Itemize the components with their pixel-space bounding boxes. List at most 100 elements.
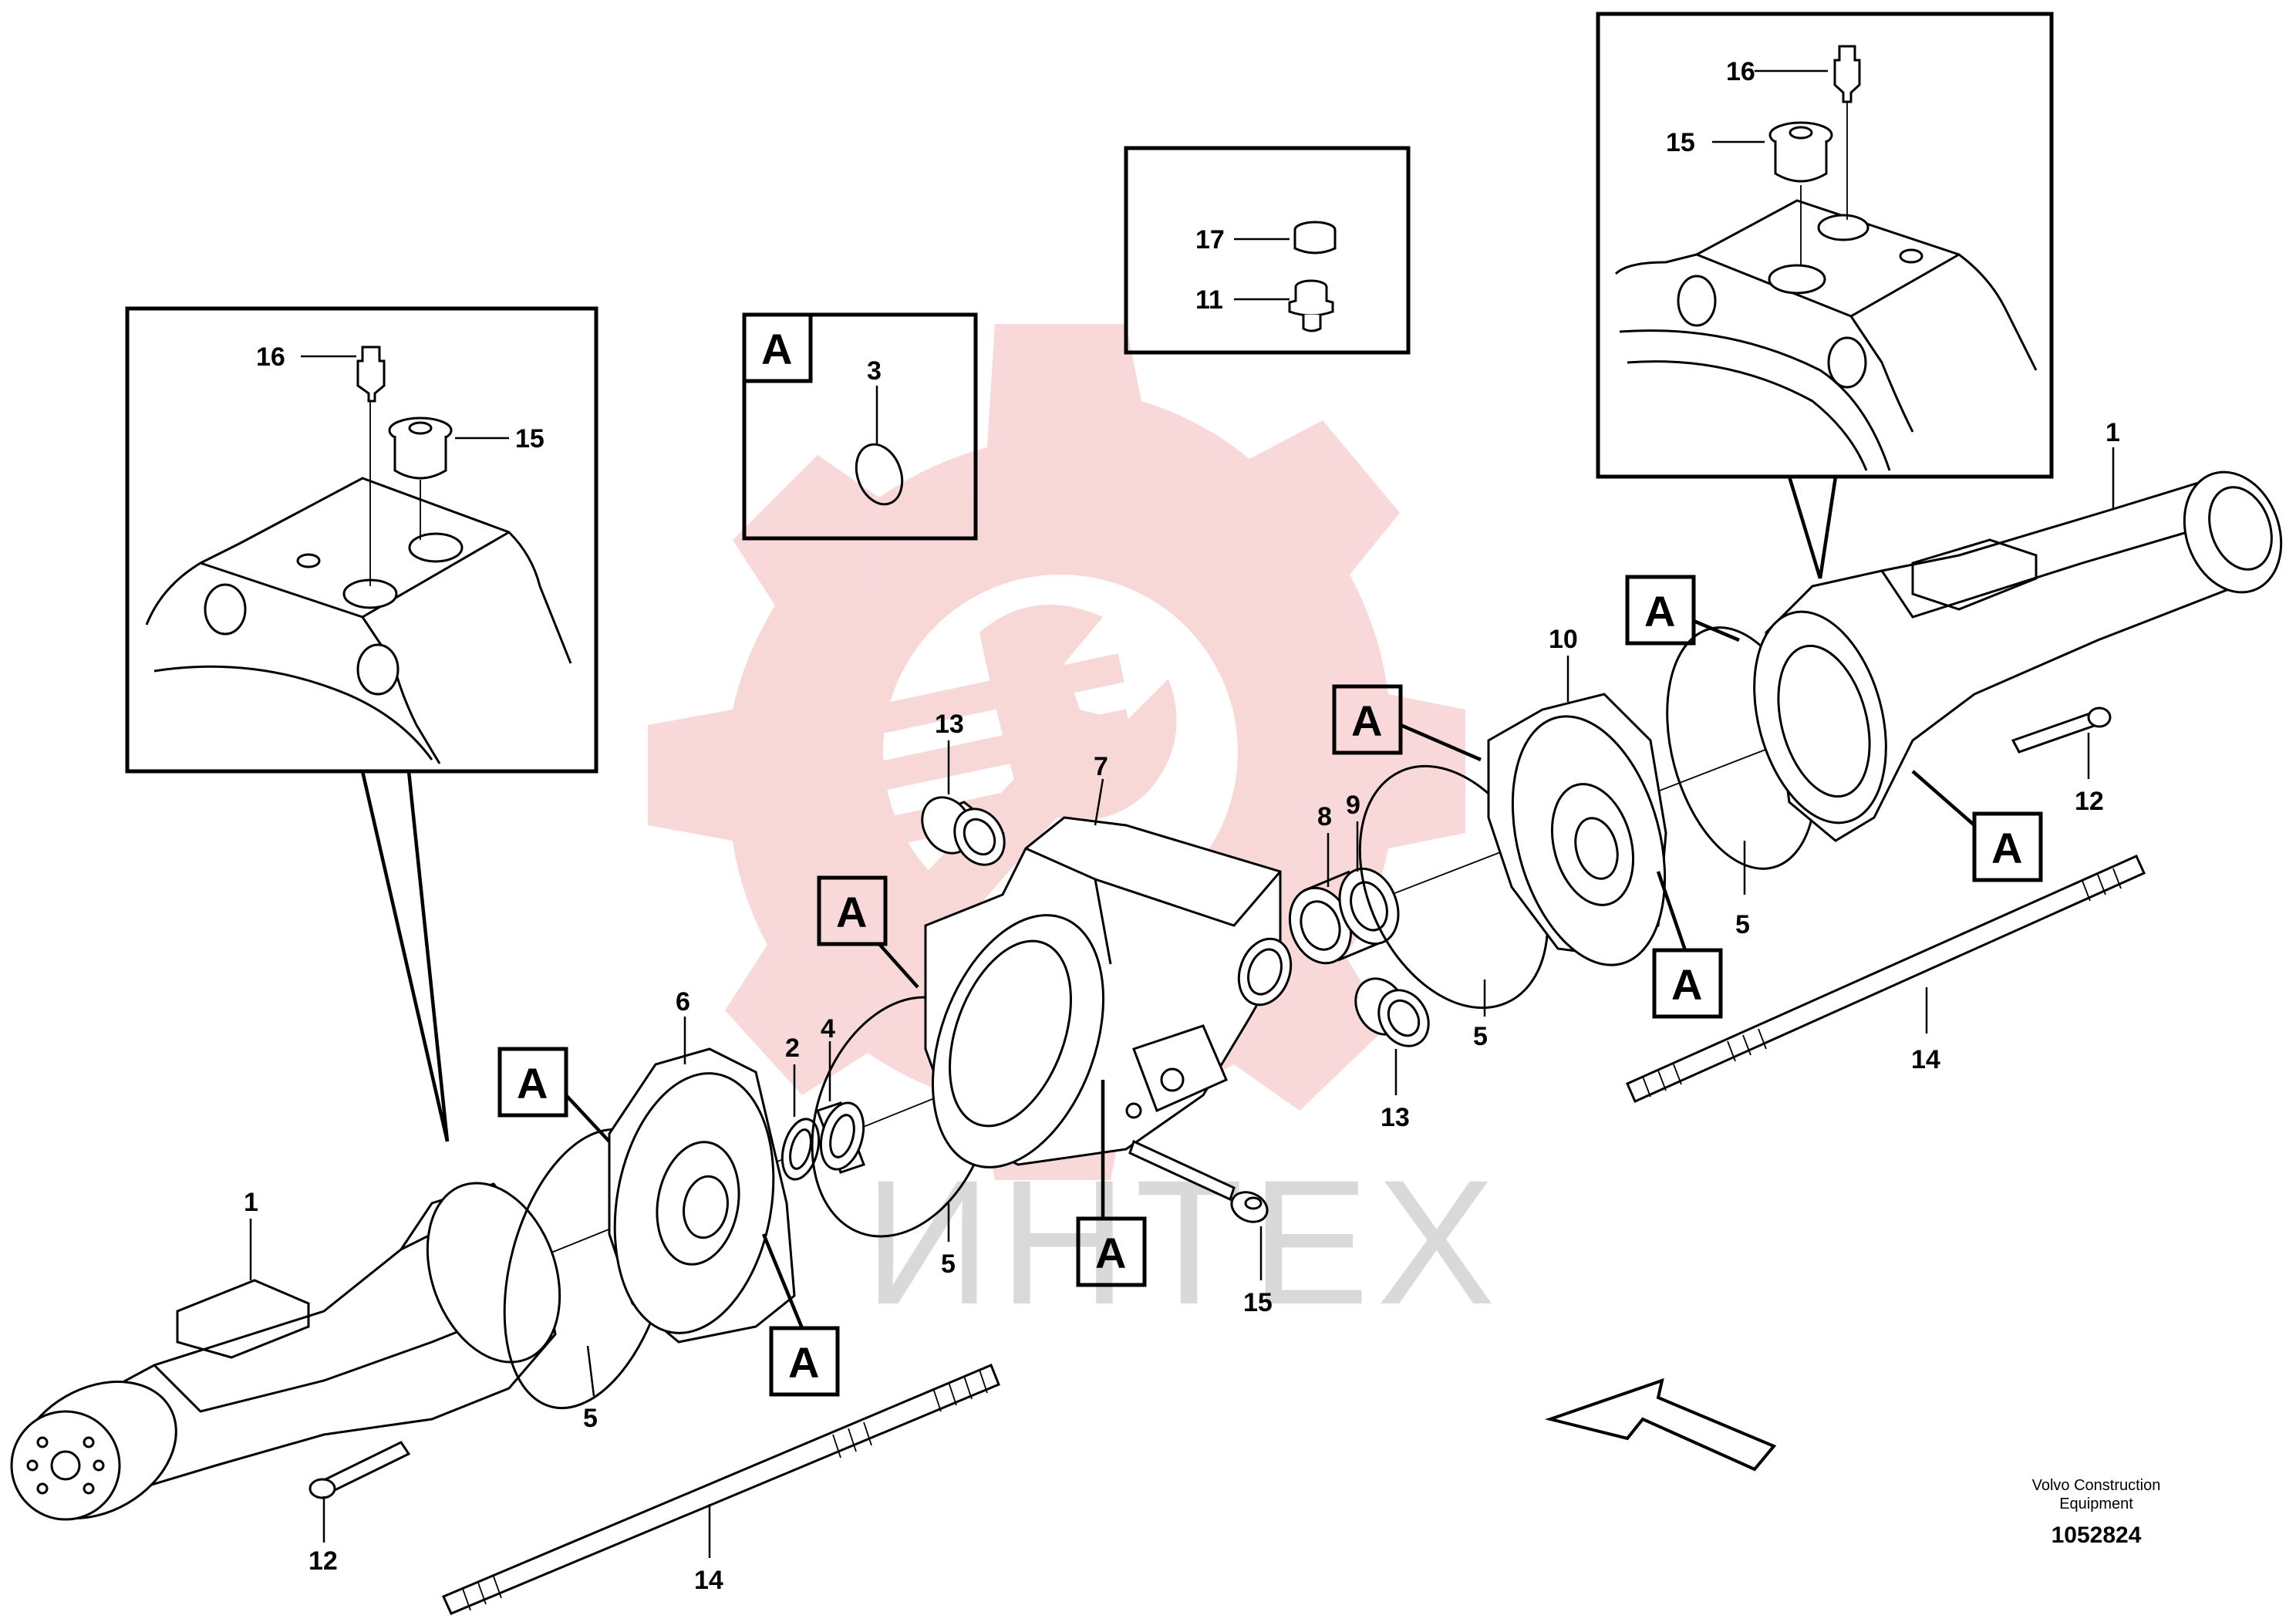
label-13-bottom: 13 (1381, 1103, 1410, 1132)
plug-17 (1293, 221, 1337, 255)
detail-right-housing-outline (1614, 199, 2038, 371)
detail-left-hole (296, 553, 321, 568)
callout-a-8-pointer (1911, 770, 1976, 827)
axle-shaft-14-right (1626, 855, 2146, 1103)
callout-a-3 (817, 875, 888, 946)
label-13-top: 13 (935, 710, 964, 739)
label-4: 4 (821, 1014, 835, 1044)
callout-box-a-3-frame (742, 312, 978, 541)
callout-a-3-label: A (836, 888, 867, 936)
callout-box-a-3: A 3 (742, 312, 978, 541)
differential-carrier-7 (924, 816, 1293, 1168)
callout-a-8 (1972, 811, 2043, 882)
detail-left-housing-curve (153, 665, 433, 760)
callout-a-6-pointer (1656, 871, 1687, 951)
label-6: 6 (676, 987, 690, 1017)
detail-box-left: 16 15 (125, 306, 598, 1142)
axle-shaft-14-left (441, 1364, 1000, 1615)
callout-a-1 (497, 1047, 568, 1118)
label-5-rightcenter: 5 (1473, 1022, 1488, 1051)
label-10: 10 (1549, 625, 1578, 654)
axle-housing-right-edge (1880, 523, 2214, 619)
detail-left-boss-2 (356, 643, 400, 696)
bolt-12-right (2011, 706, 2112, 754)
axle-housing-right-flange (1753, 610, 1887, 824)
callout-a-4-label: A (1095, 1229, 1126, 1277)
cover-10 (1487, 693, 1667, 966)
label-14-left: 14 (694, 1566, 723, 1595)
axle-housing-right-pad (1911, 538, 2038, 611)
callout-a-8-label: A (1991, 824, 2022, 872)
plug-15-left (388, 416, 453, 480)
callout-a-5 (1332, 684, 1403, 755)
leader-7 (1094, 778, 1104, 826)
seal-2 (781, 1118, 821, 1181)
callout-a-5-pointer (1400, 723, 1482, 762)
cover-6 (608, 1047, 796, 1344)
label-9: 9 (1346, 791, 1360, 820)
callout-box-a-3-tag (742, 312, 813, 383)
label-12-right: 12 (2075, 787, 2104, 816)
detail-box-left-frame (125, 306, 598, 774)
label-15-main: 15 (1243, 1288, 1273, 1317)
bolt-12-left (308, 1441, 411, 1499)
callout-a-6 (1652, 948, 1723, 1019)
callout-a-5-label: A (1351, 696, 1382, 745)
bolt-11 (1288, 279, 1334, 332)
grease-nipple-16-left (356, 346, 386, 403)
label-8: 8 (1317, 802, 1332, 831)
o-ring-3 (855, 443, 904, 506)
bearing-cup-13-top (921, 796, 1006, 866)
direction-arrow-icon (1544, 1378, 1777, 1472)
callout-a-7-pointer (1693, 619, 1740, 642)
plug-15-right (1768, 121, 1833, 183)
detail-right-housing-side (1849, 315, 1914, 433)
credit-line-1: Volvo Construction (2032, 1477, 2161, 1494)
detail-box-17-11-frame (1124, 146, 1411, 355)
detail-right-housing-edge (1696, 253, 1960, 318)
axle-housing-left (10, 1182, 561, 1521)
label-5-center: 5 (941, 1249, 956, 1279)
detail-box-right-frame (1596, 12, 2054, 479)
label-16-right: 16 (1726, 57, 1755, 86)
label-7: 7 (1094, 752, 1108, 781)
label-1-right: 1 (2106, 418, 2120, 447)
label-15-left: 15 (515, 424, 544, 454)
callout-a-4 (1076, 1216, 1147, 1287)
axle-housing-right-hub (2183, 470, 2283, 594)
callout-a-6-label: A (1671, 960, 1702, 1009)
axle-housing-left-hub-center (50, 1450, 81, 1481)
callout-a-2-pointer (761, 1233, 804, 1329)
axle-housing-left-flange (426, 1182, 561, 1364)
callout-a-1-pointer (565, 1094, 611, 1143)
detail-right-boss-1 (1677, 275, 1717, 327)
callout-box-a-3-label: A (761, 325, 792, 373)
detail-box-17-11: 17 11 (1124, 146, 1411, 355)
detail-left-housing-outline (145, 477, 572, 664)
label-12-left: 12 (308, 1546, 338, 1576)
detail-left-port-2 (408, 532, 464, 563)
callout-a-7 (1625, 575, 1696, 646)
watermark-wrench-icon (885, 605, 1177, 960)
callout-a-7-label: A (1644, 587, 1675, 636)
detail-right-hole (1899, 248, 1923, 264)
detail-right-pointer (1787, 476, 1838, 579)
bearing-cup-13-bottom (1354, 977, 1430, 1047)
label-1-left: 1 (244, 1188, 258, 1217)
label-2: 2 (785, 1034, 800, 1063)
label-5-left: 5 (583, 1404, 598, 1433)
detail-right-housing-curve-2 (1627, 360, 1868, 471)
detail-right-port-2 (1817, 214, 1870, 241)
label-3: 3 (867, 356, 882, 386)
detail-right-housing-curve (1619, 329, 1891, 471)
detail-left-boss-1 (204, 583, 247, 636)
detail-box-right: 16 15 (1596, 12, 2054, 579)
bearing-8 (1288, 870, 1385, 965)
detail-right-boss-2 (1827, 336, 1867, 389)
doc-number: 1052824 (2052, 1523, 2142, 1548)
label-17: 17 (1195, 225, 1225, 255)
leader-5-left (586, 1345, 595, 1397)
grease-nipple-16-right (1833, 45, 1861, 103)
label-14-right: 14 (1911, 1045, 1940, 1074)
